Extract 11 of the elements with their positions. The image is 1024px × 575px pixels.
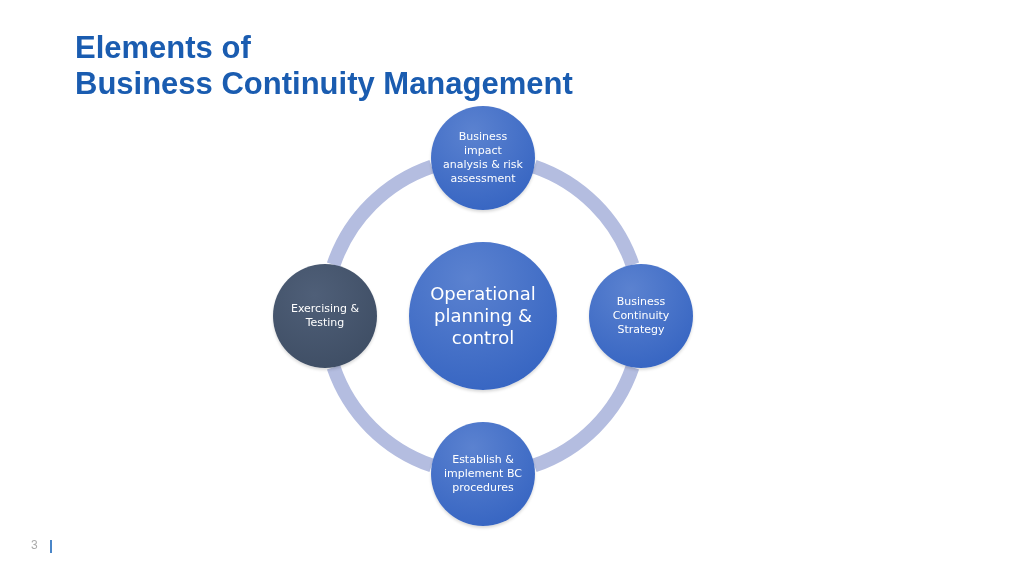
- ring-connector: [531, 364, 639, 472]
- stage-label: Establish & implement BC procedures: [443, 453, 523, 495]
- ring-connector: [531, 160, 639, 268]
- stage-label: Operational planning & control: [429, 283, 537, 349]
- slide-title: Elements of Business Continuity Management: [75, 30, 573, 102]
- stage-label: Business impact analysis & risk assessment: [443, 130, 523, 186]
- stage-label: Business Continuity Strategy: [611, 295, 671, 337]
- ring-connector: [327, 364, 435, 472]
- ring-connector: [327, 160, 435, 268]
- page-number: 3: [31, 538, 38, 552]
- stage-label: Exercising & Testing: [289, 302, 361, 330]
